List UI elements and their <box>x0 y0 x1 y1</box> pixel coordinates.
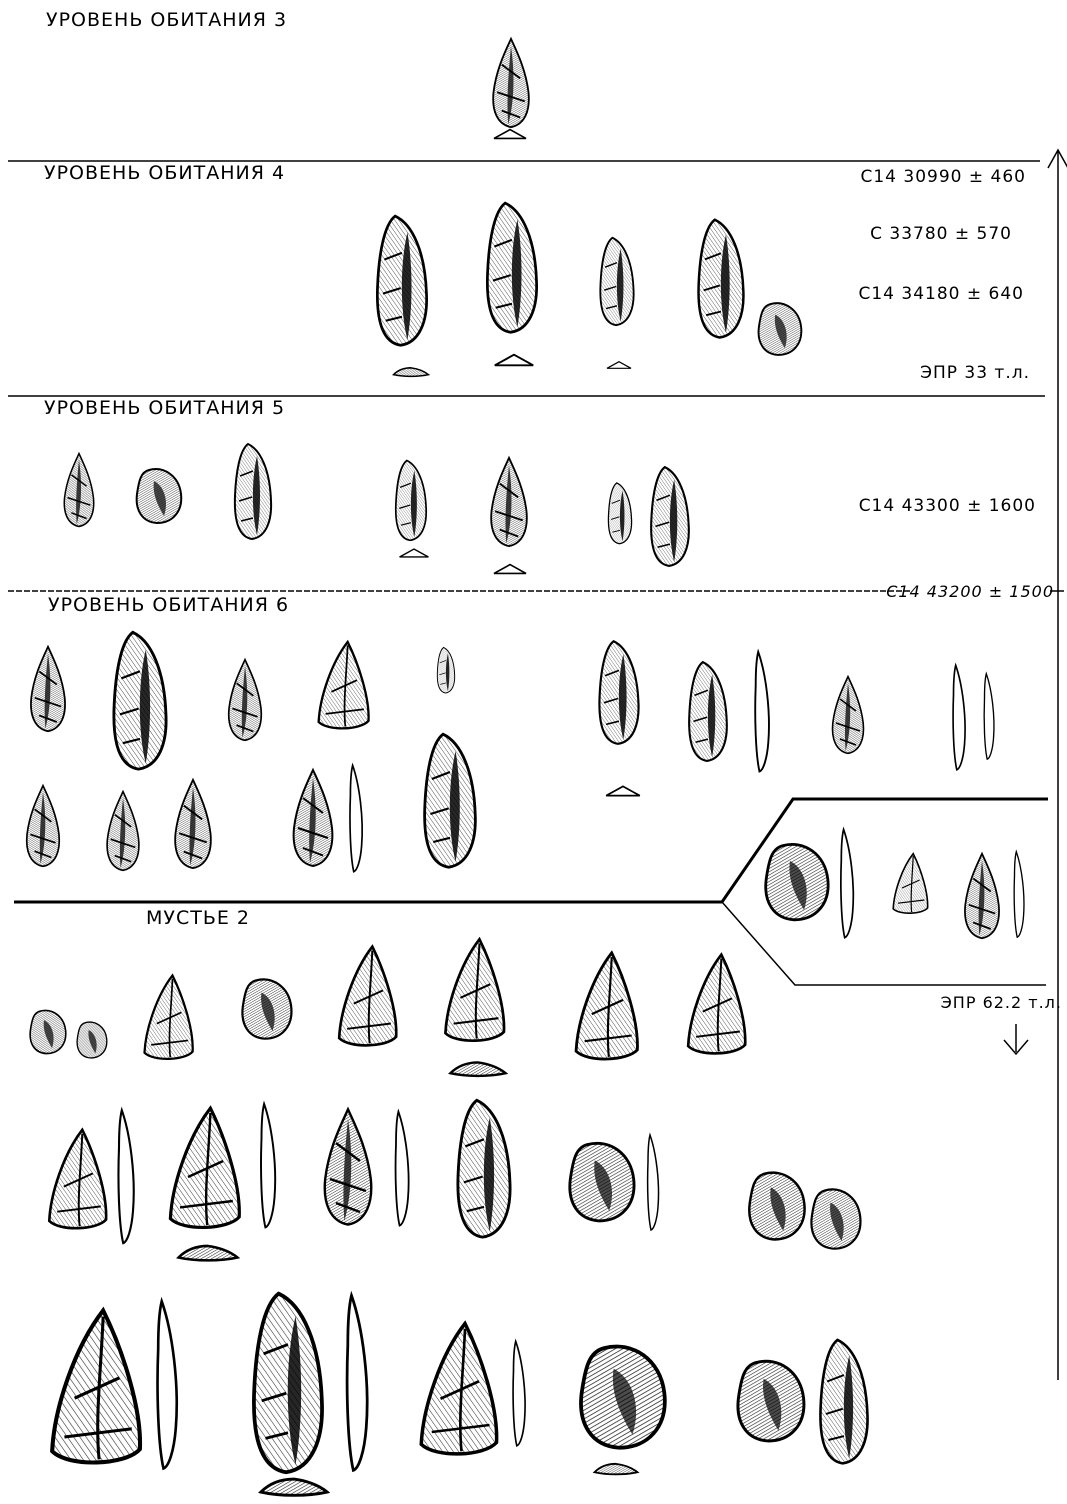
level-5-tool-1 <box>64 454 93 527</box>
level-4-label: УРОВЕНЬ ОБИТАНИЯ 4 <box>44 162 285 184</box>
mousterian-tool-17 <box>254 1294 322 1473</box>
mousterian-tool-15 <box>811 1189 860 1248</box>
level-6-tool-1 <box>31 647 65 731</box>
level-6-label: УРОВЕНЬ ОБИТАНИЯ 6 <box>48 594 289 616</box>
level-5-tool-4 <box>396 461 426 541</box>
mousterian-tool-19 <box>581 1346 665 1447</box>
level-6-tool-3 <box>229 660 262 741</box>
mousterian-tool-2 <box>77 1022 107 1058</box>
level-4-blade-4 <box>699 220 744 338</box>
date-c14-43200: С14 43200 ± 1500 <box>886 582 1054 601</box>
level-4-section-2 <box>495 355 533 366</box>
level-5-label: УРОВЕНЬ ОБИТАНИЯ 5 <box>44 397 285 419</box>
level-5-tool-3 <box>235 444 271 539</box>
date-c14-30990: С14 30990 ± 460 <box>861 167 1027 187</box>
mousterian-tool-8 <box>688 955 745 1054</box>
level-6-tool-11 <box>984 674 994 760</box>
mousterian-tool-12 <box>458 1100 510 1237</box>
inset-tool-3 <box>965 854 999 938</box>
mousterian-tool-1 <box>30 1010 66 1053</box>
level-6-tool-7 <box>689 662 727 761</box>
level-3-section <box>494 130 526 139</box>
level-5-tool-6 <box>608 483 631 544</box>
level-6-tool-10 <box>953 665 965 770</box>
level-5-section-4 <box>400 549 429 557</box>
mousterian-tool-5 <box>339 947 396 1046</box>
epr-33-label: ЭПР 33 т.л. <box>920 363 1030 383</box>
level-4-section-1 <box>394 368 429 377</box>
level-6-tool-5 <box>437 647 454 693</box>
mousterian-tool-3 <box>144 975 192 1058</box>
mousterian-tool-6 <box>445 939 504 1040</box>
mousterian-outline-17 <box>347 1296 367 1471</box>
level-6-tool-9 <box>833 677 864 754</box>
level-6-tool-14 <box>175 780 211 868</box>
level-5-tool-7 <box>651 467 689 566</box>
mousterian-outline-9 <box>118 1110 133 1243</box>
mousterian-tool-13 <box>570 1143 634 1221</box>
level-4-fragment <box>759 303 802 355</box>
level-6-tool-16 <box>350 765 362 871</box>
level-4-blade-1 <box>377 216 426 345</box>
level-3-label: УРОВЕНЬ ОБИТАНИЯ 3 <box>46 9 287 31</box>
level-4-blade-2 <box>487 203 536 332</box>
level-4-section-3 <box>607 362 631 369</box>
mousterian-tool-18 <box>421 1324 496 1454</box>
level-6-tool-8 <box>755 652 769 772</box>
mousterian-2-label: МУСТЬЕ 2 <box>146 907 250 929</box>
date-c14-34180: С14 34180 ± 640 <box>859 284 1025 304</box>
mousterian-tool-4 <box>242 979 291 1038</box>
level-6-tool-6 <box>599 641 638 744</box>
mousterian-tool-21 <box>820 1340 867 1464</box>
mousterian-outline-11 <box>396 1112 409 1226</box>
mousterian-tool-14 <box>749 1173 804 1240</box>
mousterian-tool-20 <box>738 1361 804 1441</box>
mousterian-outline-13 <box>648 1135 659 1230</box>
mousterian-tool-10 <box>170 1108 239 1227</box>
date-c14-43300: С14 43300 ± 1600 <box>859 496 1036 516</box>
inset-tool-2 <box>893 854 927 914</box>
mousterian-tool-11 <box>325 1109 371 1224</box>
level-5-tool-5 <box>491 458 527 546</box>
level-5-section-5 <box>494 565 526 574</box>
level-4-blade-3 <box>600 238 633 325</box>
date-c-33780: С 33780 ± 570 <box>870 224 1012 244</box>
inset-outline-1 <box>841 829 853 937</box>
mousterian-section-row2 <box>179 1246 238 1260</box>
mousterian-tool-16 <box>52 1310 140 1462</box>
level-6-tool-12 <box>27 786 60 867</box>
level-6-tool-13 <box>107 792 139 871</box>
level-5-tool-2 <box>137 469 182 523</box>
mousterian-outline-10 <box>261 1104 275 1228</box>
level-6-tool-15 <box>294 770 333 866</box>
level-6-section-6 <box>606 786 640 795</box>
mousterian-outline-16 <box>158 1301 177 1468</box>
epr-62-label: ЭПР 62.2 т.л. <box>941 993 1062 1012</box>
mousterian-tool-7 <box>576 953 637 1059</box>
level-6-tool-4 <box>319 642 369 728</box>
mousterian-outline-18 <box>513 1341 525 1446</box>
mousterian-tool-9 <box>49 1130 106 1228</box>
mousterian-section-row1 <box>450 1062 505 1076</box>
level-6-tool-2 <box>114 632 166 769</box>
mousterian-section-row3b <box>595 1464 638 1475</box>
inset-outline-3 <box>1014 852 1024 938</box>
level-6-tool-17 <box>425 734 476 867</box>
level-3-point <box>493 39 529 127</box>
inset-tool-1 <box>766 844 828 919</box>
mousterian-section-row3 <box>261 1479 327 1495</box>
